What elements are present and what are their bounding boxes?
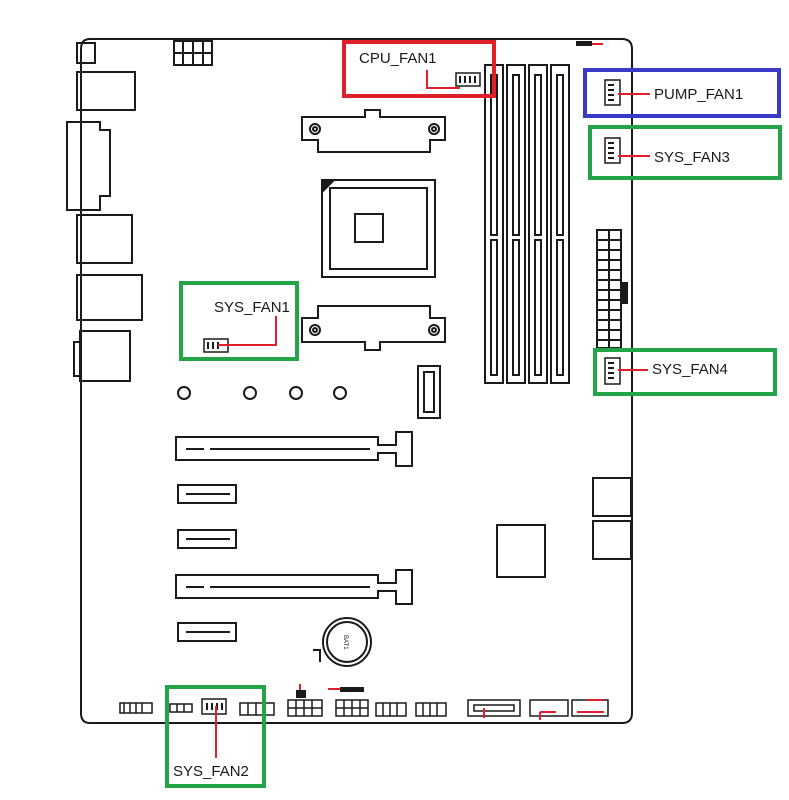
sys-fan3-frame xyxy=(588,125,782,180)
sys-fan4-frame xyxy=(593,348,777,396)
io-port-usb-stack xyxy=(76,71,136,111)
cpu-fan1-label: CPU_FAN1 xyxy=(359,50,437,67)
cpu-fan1-callout: CPU_FAN1 xyxy=(342,40,496,98)
pump-fan1-callout: PUMP_FAN1 xyxy=(583,68,781,118)
rear-io-panel xyxy=(66,42,143,382)
battery-label: BAT1 xyxy=(342,635,348,650)
cpu-fan1-frame xyxy=(342,40,496,98)
pump-fan1-label: PUMP_FAN1 xyxy=(654,86,743,103)
cpu-socket xyxy=(321,179,436,278)
cpu-socket-center xyxy=(354,213,384,243)
retention-bracket-bottom xyxy=(301,305,446,351)
cpu-socket-area xyxy=(301,109,446,351)
dimm-slots xyxy=(484,64,570,384)
board-outline xyxy=(80,38,633,724)
sys-fan3-label: SYS_FAN3 xyxy=(654,149,730,166)
pump-fan1-header xyxy=(604,79,621,106)
chipset xyxy=(496,524,546,578)
io-port-top xyxy=(76,42,96,64)
battery xyxy=(313,617,372,667)
expansion-slots xyxy=(175,431,413,642)
pump-fan1-frame xyxy=(583,68,781,118)
retention-bracket-top xyxy=(301,109,446,153)
io-port-lan xyxy=(76,274,143,321)
small-header-top-right xyxy=(576,41,603,46)
sys-fan4-label: SYS_FAN4 xyxy=(652,361,728,378)
cpu-power-connector xyxy=(173,40,213,66)
m2-slot xyxy=(417,365,441,419)
bottom-small-marks xyxy=(296,684,604,720)
cpu-fan1-header xyxy=(455,72,481,87)
sys-fan1-leader xyxy=(218,316,277,346)
sys-fan2-frame xyxy=(165,685,266,788)
cpu-fan1-leader xyxy=(426,70,460,89)
io-port-audio xyxy=(79,330,131,382)
sys-fan4-header xyxy=(604,357,621,385)
sys-fan2-callout: SYS_FAN2 xyxy=(165,685,266,788)
sys-fan2-header xyxy=(201,698,227,715)
sys-fan4-callout: SYS_FAN4 xyxy=(593,348,777,396)
bottom-headers xyxy=(119,699,609,717)
sata-connectors xyxy=(592,477,632,560)
mounting-holes xyxy=(177,386,347,400)
sys-fan3-callout: SYS_FAN3 xyxy=(588,125,782,180)
sys-fan3-header xyxy=(604,137,621,164)
sys-fan2-label: SYS_FAN2 xyxy=(173,763,249,780)
io-port-dsub xyxy=(66,121,111,211)
sys-fan1-label: SYS_FAN1 xyxy=(214,299,290,316)
io-port-hdmi xyxy=(76,214,133,264)
sys-fan1-frame xyxy=(179,281,299,361)
atx-power-connector xyxy=(596,229,628,349)
sys-fan1-callout: SYS_FAN1 xyxy=(179,281,299,361)
